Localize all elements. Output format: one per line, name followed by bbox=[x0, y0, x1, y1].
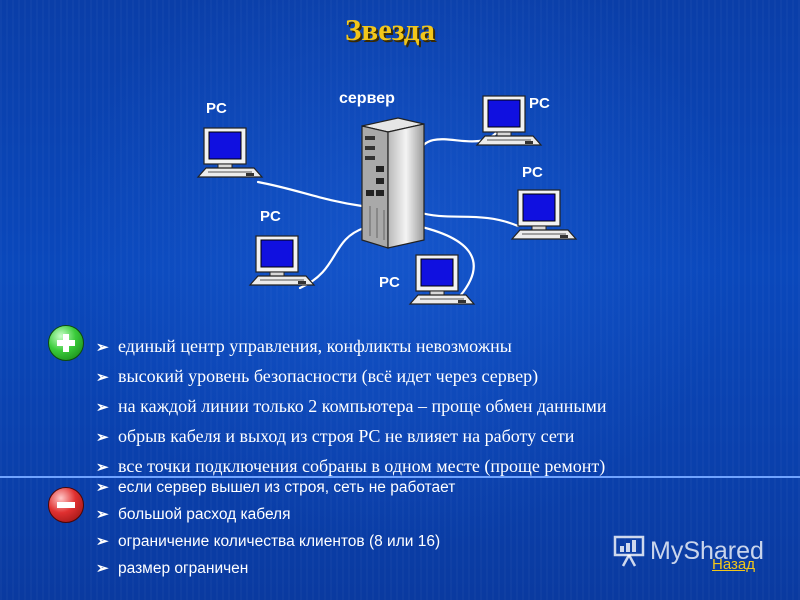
advantages-list: ➢единый центр управления, конфликты нево… bbox=[96, 332, 607, 482]
list-item: ➢все точки подключения собраны в одном м… bbox=[96, 452, 607, 482]
arrow-bullet-icon: ➢ bbox=[96, 340, 109, 356]
cable-line bbox=[256, 180, 364, 208]
watermark: MyShared bbox=[612, 534, 764, 568]
plus-icon bbox=[48, 325, 84, 361]
minus-icon bbox=[48, 487, 84, 523]
presentation-board-icon bbox=[613, 535, 645, 567]
arrow-bullet-icon: ➢ bbox=[96, 430, 109, 446]
list-item: ➢высокий уровень безопасности (всё идет … bbox=[96, 362, 607, 392]
arrow-bullet-icon: ➢ bbox=[96, 400, 109, 416]
list-item: ➢большой расход кабеля bbox=[96, 503, 455, 530]
pc-label: PC bbox=[206, 100, 227, 117]
pc-icon bbox=[249, 235, 315, 286]
back-link[interactable]: Назад bbox=[712, 556, 755, 573]
server-icon bbox=[361, 117, 425, 249]
pc-label: PC bbox=[522, 164, 543, 181]
list-item: ➢единый центр управления, конфликты нево… bbox=[96, 332, 607, 362]
list-item: ➢на каждой линии только 2 компьютера – п… bbox=[96, 392, 607, 422]
pc-icon bbox=[197, 127, 263, 178]
arrow-bullet-icon: ➢ bbox=[96, 533, 109, 550]
arrow-bullet-icon: ➢ bbox=[96, 560, 109, 577]
pc-label: PC bbox=[529, 95, 550, 112]
arrow-bullet-icon: ➢ bbox=[96, 506, 109, 523]
list-item: ➢ограничение количества клиентов (8 или … bbox=[96, 530, 455, 557]
list-item: ➢если сервер вышел из строя, сеть не раб… bbox=[96, 476, 455, 503]
arrow-bullet-icon: ➢ bbox=[96, 460, 109, 476]
pc-icon bbox=[511, 189, 577, 240]
divider bbox=[0, 476, 800, 478]
server-label: сервер bbox=[339, 90, 395, 107]
arrow-bullet-icon: ➢ bbox=[96, 479, 109, 496]
pc-label: PC bbox=[379, 274, 400, 291]
star-topology-diagram bbox=[197, 95, 577, 305]
disadvantages-list: ➢если сервер вышел из строя, сеть не раб… bbox=[96, 476, 455, 584]
pc-label: PC bbox=[260, 208, 281, 225]
cable-line bbox=[416, 210, 520, 228]
list-item: ➢обрыв кабеля и выход из строя PC не вли… bbox=[96, 422, 607, 452]
watermark-text: MyShared bbox=[650, 536, 764, 565]
slide-title: Звезда bbox=[345, 12, 435, 47]
cable-line bbox=[298, 226, 366, 290]
pc-icon bbox=[409, 254, 475, 305]
list-item: ➢размер ограничен bbox=[96, 557, 455, 584]
arrow-bullet-icon: ➢ bbox=[96, 370, 109, 386]
cable-line bbox=[406, 222, 475, 298]
